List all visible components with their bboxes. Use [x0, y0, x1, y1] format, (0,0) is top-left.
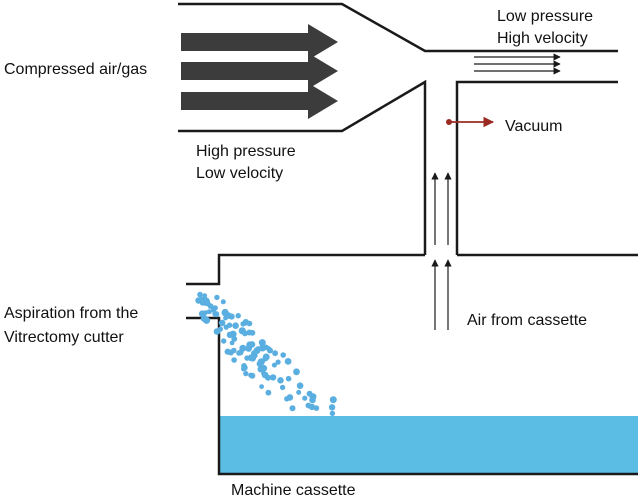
- droplet: [206, 309, 212, 315]
- droplet: [259, 384, 264, 389]
- droplet: [242, 330, 248, 337]
- droplet: [226, 322, 233, 328]
- droplet: [296, 382, 304, 390]
- droplet: [279, 384, 286, 391]
- droplet: [231, 357, 237, 363]
- droplet: [328, 404, 336, 411]
- venturi-top-wall: [178, 2, 618, 53]
- droplet: [285, 375, 292, 382]
- droplet: [198, 310, 206, 318]
- droplet: [211, 307, 216, 313]
- droplet: [265, 374, 271, 381]
- droplet: [313, 405, 320, 411]
- venturi-bottom-wall-left: [178, 79, 427, 255]
- droplet: [261, 371, 267, 376]
- droplet: [280, 352, 287, 358]
- aspiration-label-line1: Aspiration from the: [4, 305, 139, 322]
- droplet: [271, 362, 277, 368]
- droplet: [262, 355, 269, 362]
- droplet: [202, 293, 208, 299]
- droplet: [243, 370, 249, 377]
- droplet: [265, 389, 272, 396]
- droplet: [235, 313, 241, 319]
- droplet: [293, 368, 300, 376]
- droplet: [232, 322, 239, 330]
- high-pressure-label: High pressure: [196, 143, 296, 160]
- droplet: [218, 319, 226, 327]
- droplet: [221, 338, 227, 344]
- cassette-fluid: [219, 416, 638, 474]
- droplet: [275, 359, 281, 365]
- high-velocity-label: High velocity: [497, 30, 588, 47]
- big-arrow-2: [181, 53, 338, 89]
- droplet: [207, 303, 214, 309]
- droplet: [329, 396, 337, 404]
- droplet: [228, 313, 235, 320]
- droplet: [213, 328, 221, 335]
- big-arrow-1: [181, 24, 338, 60]
- cassette-outline-left: [186, 253, 425, 286]
- air-flow-arrows: [431, 172, 452, 330]
- droplet: [272, 350, 278, 357]
- droplet: [277, 377, 284, 384]
- droplet: [260, 364, 268, 372]
- droplet: [231, 347, 237, 354]
- droplet: [242, 319, 250, 326]
- aspiration-droplets: [195, 291, 337, 417]
- droplet: [308, 403, 316, 411]
- droplet: [231, 336, 238, 342]
- droplet: [246, 329, 253, 336]
- droplet: [226, 331, 234, 338]
- droplet: [241, 364, 248, 371]
- droplet: [221, 308, 229, 317]
- machine-cassette-label: Machine cassette: [231, 482, 356, 499]
- droplet: [289, 405, 296, 412]
- droplet: [199, 300, 206, 306]
- compressed-air-arrows: [181, 24, 338, 119]
- venturi-bottom-wall-right: [455, 80, 618, 255]
- low-velocity-label: Low velocity: [196, 165, 284, 182]
- droplet: [296, 389, 302, 395]
- low-pressure-label: Low pressure: [497, 8, 594, 25]
- big-arrow-3: [181, 83, 338, 119]
- droplet: [258, 339, 266, 347]
- droplet: [286, 394, 294, 401]
- droplet: [248, 372, 254, 378]
- droplet: [214, 294, 220, 301]
- droplet: [329, 410, 336, 417]
- droplet: [213, 311, 220, 318]
- air-from-cassette-label: Air from cassette: [467, 312, 588, 329]
- droplet: [236, 350, 242, 356]
- droplet: [249, 355, 256, 362]
- droplet: [244, 355, 250, 361]
- droplet: [302, 395, 308, 401]
- droplet: [259, 344, 266, 352]
- droplet: [248, 341, 256, 348]
- high-velocity-arrows: [474, 53, 561, 75]
- droplet: [266, 346, 272, 352]
- droplet: [197, 291, 203, 298]
- droplet: [229, 340, 235, 346]
- droplet: [255, 346, 261, 352]
- droplet: [220, 299, 226, 305]
- aspiration-label-line2: Vitrectomy cutter: [4, 329, 124, 346]
- compressed-air-label: Compressed air/gas: [4, 61, 148, 78]
- vacuum-label: Vacuum: [505, 118, 563, 135]
- droplet: [284, 358, 292, 365]
- vacuum-arrow: [446, 116, 495, 128]
- droplet: [224, 348, 231, 355]
- droplet: [269, 374, 277, 381]
- droplet: [309, 396, 316, 404]
